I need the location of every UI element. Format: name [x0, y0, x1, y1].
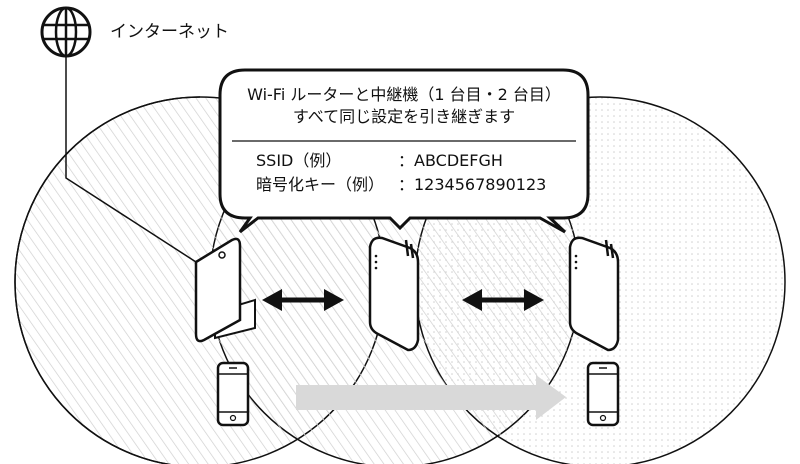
smartphone-icon-2 [586, 361, 620, 427]
internet-cable [65, 50, 197, 263]
internet-label: インターネット [110, 22, 229, 42]
ssid-key: SSID（例） [256, 151, 342, 170]
double-arrow-icon-2 [462, 289, 544, 311]
repeater-icon-2 [568, 236, 620, 352]
globe-icon [40, 6, 92, 58]
bubble-line-1: Wi-Fi ルーターと中継機（1 台目・2 台目） [247, 85, 561, 104]
router-icon [194, 237, 256, 343]
smartphone-icon-1 [216, 361, 250, 427]
encryption-key-value: ：1234567890123 [398, 175, 547, 194]
bubble-line-2: すべて同じ設定を引き継ぎます [292, 107, 516, 126]
encryption-key-label: 暗号化キー（例） [256, 175, 385, 194]
double-arrow-icon-1 [262, 289, 344, 311]
speech-bubble [218, 68, 590, 234]
repeater-icon-1 [368, 236, 420, 352]
ssid-value: ：ABCDEFGH [398, 151, 503, 170]
move-arrow-icon [296, 375, 566, 420]
